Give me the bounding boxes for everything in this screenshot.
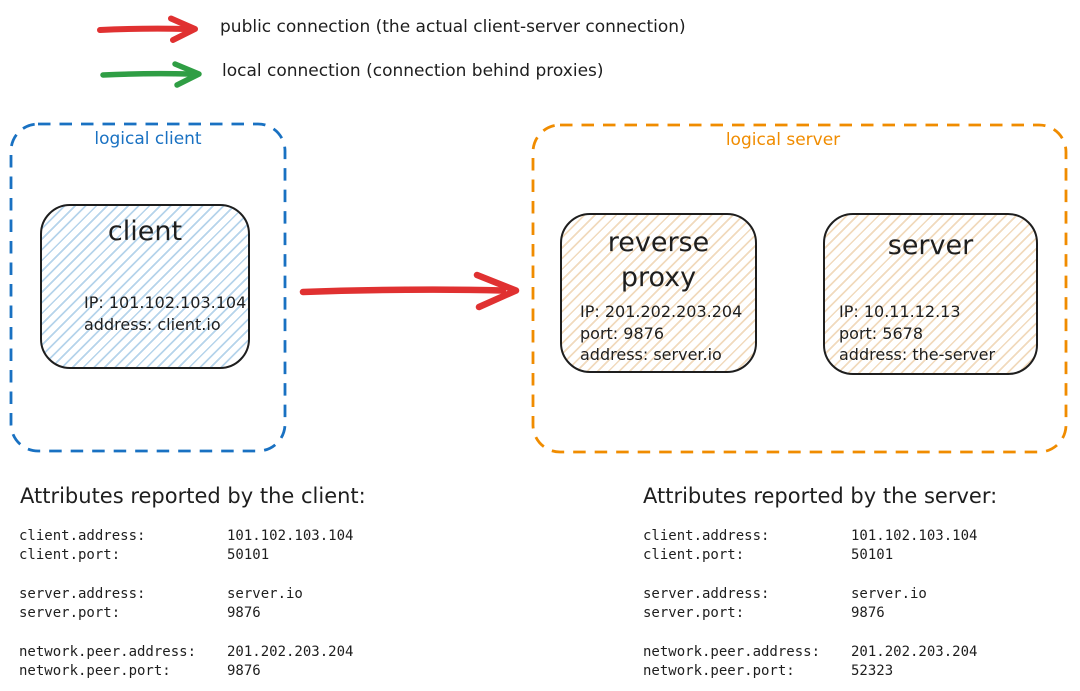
attr-row: client.address: 101.102.103.104 — [643, 527, 977, 546]
client-attr-group-server: server.address: server.io server.port: 987… — [19, 585, 353, 622]
reverse-proxy-node-title: reverse proxy — [562, 215, 755, 295]
attr-row: client.address: 101.102.103.104 — [19, 527, 353, 546]
reverse-proxy-title-line1: reverse — [607, 227, 710, 258]
attr-row: server.address: server.io — [19, 585, 353, 604]
attr-row: server.address: server.io — [643, 585, 977, 604]
logical-client-group-box — [9, 122, 287, 453]
attr-value: 201.202.203.204 — [227, 644, 354, 660]
logical-client-label: logical client — [94, 129, 202, 149]
attr-row: network.peer.port: 9876 — [19, 662, 353, 681]
attr-label: client.address: — [19, 528, 146, 544]
attr-value: 9876 — [851, 604, 885, 621]
attr-row: network.peer.address: 201.202.203.204 — [643, 643, 977, 662]
attr-label: network.peer.port: — [643, 662, 795, 679]
client-node-details: IP: 101.102.103.104 address: client.io — [84, 292, 246, 335]
attr-label: network.peer.address: — [643, 644, 821, 660]
client-attributes-title: Attributes reported by the client: — [20, 484, 366, 508]
attr-label: server.address: — [19, 586, 146, 602]
attr-label: network.peer.port: — [19, 662, 171, 679]
client-attr-group-client: client.address: 101.102.103.104 client.po… — [19, 527, 353, 564]
server-port-line: port: 5678 — [839, 323, 923, 343]
public-connection-arrow-icon — [97, 15, 198, 43]
attr-label: client.port: — [19, 546, 121, 563]
logical-server-dashed-border — [531, 123, 1068, 454]
legend-local-label: local connection (connection behind prox… — [222, 61, 604, 81]
attr-value: server.io — [227, 586, 303, 602]
attr-row: client.port: 50101 — [643, 546, 977, 565]
attr-value: server.io — [851, 586, 927, 602]
local-arrow-stroke — [100, 61, 202, 88]
attr-label: network.peer.address: — [19, 644, 197, 660]
public-arrow-stroke — [97, 15, 198, 43]
attr-row: network.peer.port: 52323 — [643, 662, 977, 681]
client-node-title: client — [107, 216, 183, 247]
reverse-proxy-port-line: port: 9876 — [580, 323, 664, 343]
server-attributes-table: client.address: 101.102.103.104 client.po… — [643, 527, 977, 680]
server-attr-group-client: client.address: 101.102.103.104 client.po… — [643, 527, 977, 564]
attr-label: client.port: — [643, 546, 745, 563]
local-connection-arrow-icon — [100, 61, 202, 88]
client-attributes-table: client.address: 101.102.103.104 client.po… — [19, 527, 353, 680]
server-node-title: server — [887, 230, 974, 261]
server-attr-group-network-peer: network.peer.address: 201.202.203.204 net… — [643, 643, 977, 680]
attr-value: 52323 — [851, 662, 894, 679]
attr-label: server.port: — [643, 604, 745, 621]
reverse-proxy-ip-line: IP: 201.202.203.204 — [580, 302, 743, 321]
legend-public-label: public connection (the actual client-ser… — [220, 17, 686, 37]
server-address-line: address: the-server — [839, 345, 996, 364]
attr-label: client.address: — [643, 528, 770, 544]
client-to-server-arrow — [299, 271, 520, 311]
attr-value: 50101 — [227, 546, 270, 563]
attr-value: 9876 — [227, 604, 261, 621]
client-attr-group-network-peer: network.peer.address: 201.202.203.204 net… — [19, 643, 353, 680]
reverse-proxy-address-line: address: server.io — [580, 345, 722, 364]
attr-value: 201.202.203.204 — [851, 644, 978, 660]
server-ip-line: IP: 10.11.12.13 — [839, 302, 961, 321]
logical-server-group-box — [531, 123, 1068, 454]
client-address-line: address: client.io — [84, 314, 221, 334]
attr-row: server.port: 9876 — [19, 604, 353, 623]
attr-row: client.port: 50101 — [19, 546, 353, 565]
server-attributes-title: Attributes reported by the server: — [643, 484, 998, 508]
attr-row: server.port: 9876 — [643, 604, 977, 623]
attr-label: server.address: — [643, 586, 770, 602]
attr-value: 101.102.103.104 — [851, 528, 978, 544]
attr-value: 101.102.103.104 — [227, 528, 354, 544]
server-attr-group-server: server.address: server.io server.port: 987… — [643, 585, 977, 622]
attr-value: 9876 — [227, 662, 261, 679]
logical-server-label: logical server — [725, 130, 841, 150]
attr-label: server.port: — [19, 604, 121, 621]
server-node-details: IP: 10.11.12.13 port: 5678 address: the-… — [839, 301, 995, 366]
server-node: server IP: 10.11.12.13 port: 5678 addres… — [823, 213, 1038, 375]
reverse-proxy-details: IP: 201.202.203.204 port: 9876 address: … — [580, 301, 742, 366]
client-to-server-arrow-stroke — [299, 271, 520, 311]
attr-row: network.peer.address: 201.202.203.204 — [19, 643, 353, 662]
client-ip-line: IP: 101.102.103.104 — [84, 293, 247, 312]
reverse-proxy-node: reverse proxy IP: 201.202.203.204 port: … — [560, 213, 757, 373]
reverse-proxy-title-line2: proxy — [620, 262, 697, 293]
client-node: client IP: 101.102.103.104 address: clie… — [40, 204, 250, 369]
logical-client-dashed-border — [9, 122, 287, 453]
attr-value: 50101 — [851, 546, 894, 563]
